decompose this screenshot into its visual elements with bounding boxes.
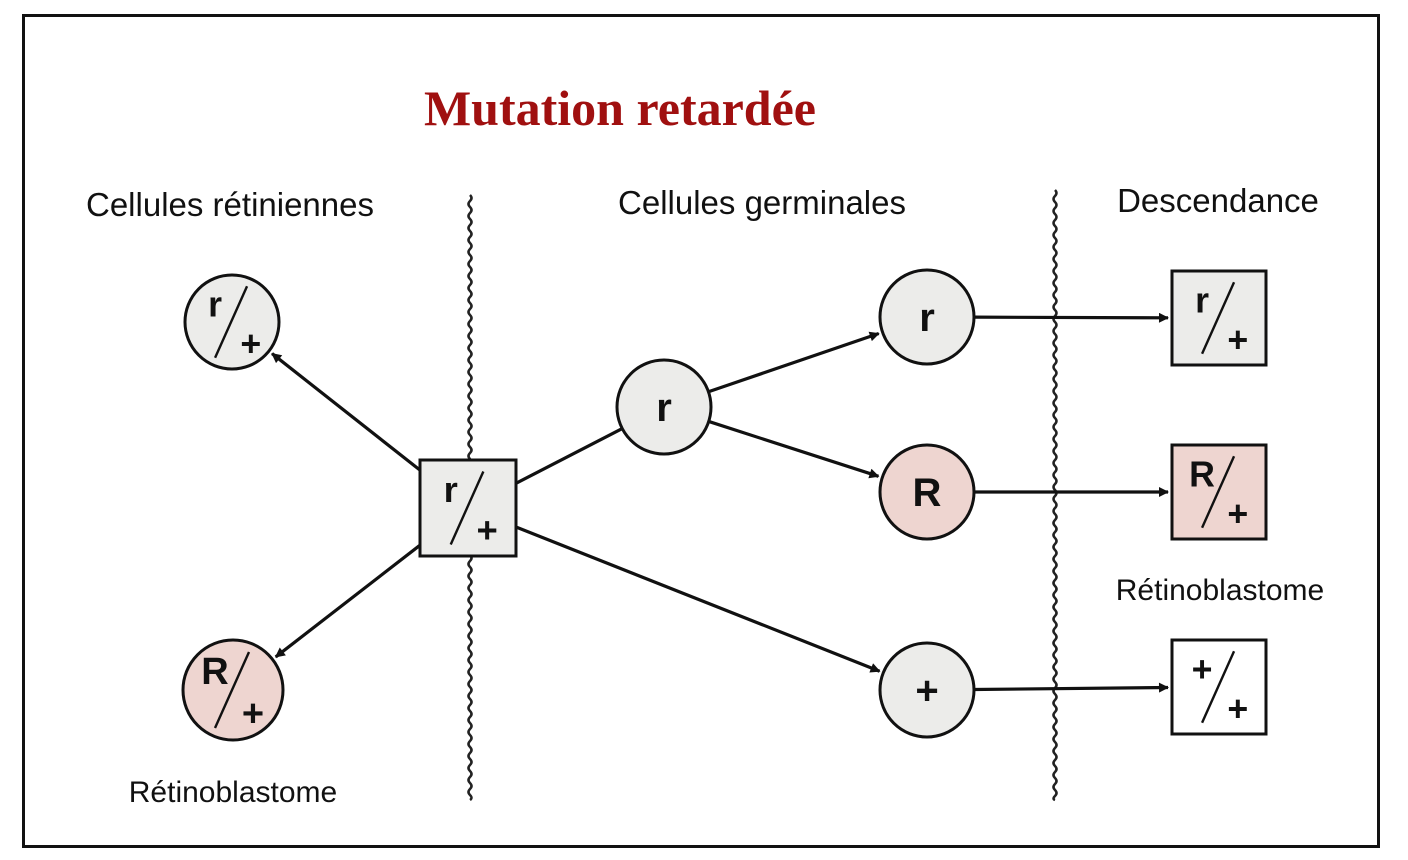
edge-germ-r-to-germ-r-upper	[707, 331, 880, 394]
node-germ-R: R	[878, 443, 976, 541]
node-label-germ-r: r	[656, 386, 672, 430]
column-header-germinal: Cellules germinales	[618, 184, 906, 221]
nodes-layer: r+r+R+rrR+r+R+++	[181, 268, 1268, 742]
edge-zygote-to-retinal-normal	[271, 352, 421, 472]
edge-zygote-to-germ-plus	[515, 525, 881, 673]
edge-zygote-to-retinal-tumor	[274, 543, 421, 659]
edges-layer	[271, 312, 1170, 693]
node-germ-plus: +	[878, 641, 976, 739]
node-slash-zygote	[449, 471, 485, 545]
node-allele-bottom-zygote: +	[477, 510, 498, 551]
node-zygote: r+	[418, 458, 518, 558]
caption-offspring-tumor: Rétinoblastome	[1116, 574, 1324, 607]
node-allele-top-retinal-tumor: R	[201, 651, 228, 693]
node-slash-retinal-tumor	[213, 651, 251, 729]
node-slash-child-plus	[1200, 650, 1236, 724]
node-retinal-tumor: R+	[181, 638, 285, 742]
node-slash-retinal-normal	[213, 285, 249, 359]
node-label-germ-r-upper: r	[919, 296, 935, 340]
node-allele-top-retinal-normal: r	[208, 284, 222, 324]
node-shape-germ-r-upper	[878, 268, 976, 366]
node-child-plus: ++	[1170, 638, 1268, 736]
divider-right	[1052, 189, 1058, 802]
node-allele-bottom-retinal-tumor: +	[242, 693, 264, 735]
column-header-offspring: Descendance	[1117, 182, 1319, 219]
node-label-germ-R: R	[913, 471, 942, 515]
node-germ-r-upper: r	[878, 268, 976, 366]
node-label-germ-plus: +	[915, 669, 938, 713]
edge-zygote-to-germ-r	[515, 427, 623, 485]
edge-germ-r-to-germ-R	[708, 419, 880, 479]
node-child-R: R+	[1170, 443, 1268, 541]
node-shape-germ-plus	[878, 641, 976, 739]
caption-retinal-tumor: Rétinoblastome	[129, 776, 337, 809]
node-retinal-normal: r+	[183, 273, 281, 371]
column-header-retinal: Cellules rétiniennes	[86, 186, 374, 223]
node-allele-top-child-plus: +	[1192, 649, 1213, 689]
node-allele-top-child-R: R	[1189, 454, 1215, 494]
edge-germ-r-upper-to-child-r	[973, 312, 1169, 323]
node-shape-child-R	[1170, 443, 1268, 541]
node-allele-top-child-r: r	[1195, 280, 1209, 320]
node-slash-child-R	[1200, 455, 1236, 529]
node-shape-germ-r	[615, 358, 713, 456]
node-allele-bottom-child-R: +	[1227, 494, 1248, 534]
node-allele-top-zygote: r	[444, 469, 458, 510]
node-slash-child-r	[1200, 281, 1236, 355]
edge-germ-plus-to-child-plus	[973, 682, 1170, 693]
node-allele-bottom-retinal-normal: +	[240, 324, 261, 364]
node-shape-germ-R	[878, 443, 976, 541]
node-allele-bottom-child-r: +	[1227, 320, 1248, 360]
diagram-title: Mutation retardée	[424, 80, 816, 136]
node-germ-r: r	[615, 358, 713, 456]
node-child-r: r+	[1170, 269, 1268, 367]
node-allele-bottom-child-plus: +	[1227, 689, 1248, 729]
